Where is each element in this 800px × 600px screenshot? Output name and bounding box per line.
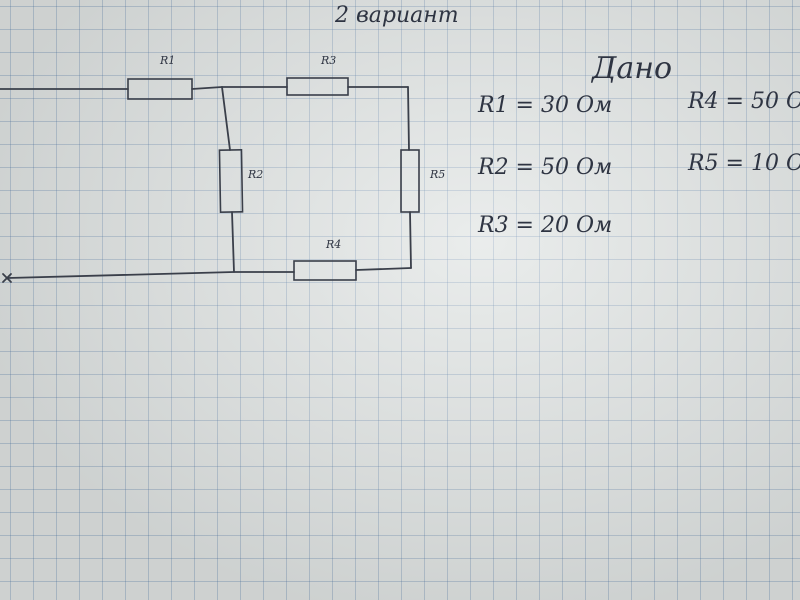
resistor-r1	[127, 78, 193, 100]
label-r3: R3	[320, 54, 336, 67]
wire-r5-down-to-corner	[409, 211, 412, 269]
given-r3: R3 = 20 Ом	[477, 213, 612, 238]
given-r2: R2 = 50 Ом	[477, 155, 612, 180]
wire-r1-to-node	[191, 86, 223, 90]
label-r2: R2	[247, 168, 263, 181]
wire-corner-to-r4	[355, 267, 412, 271]
wire-right-down-to-r5	[407, 86, 410, 151]
terminal-bottom-left	[2, 273, 12, 283]
resistor-r5	[400, 149, 420, 213]
resistor-r2	[218, 148, 244, 214]
resistor-r3	[286, 77, 349, 96]
label-r5: R5	[429, 168, 445, 181]
given-heading: Дано	[590, 51, 672, 86]
terminals	[2, 273, 12, 283]
resistors	[127, 77, 420, 281]
wire-input-bottom	[7, 271, 295, 279]
given-r1: R1 = 30 Ом	[477, 93, 612, 118]
circuit-wires	[0, 86, 412, 279]
label-r4: R4	[325, 238, 341, 251]
given-r4: R4 = 50 Ом	[687, 89, 800, 114]
wire-r2-down-to-node	[231, 211, 235, 273]
variant-heading: 2 вариант	[334, 3, 459, 28]
wire-node-down-to-r2	[221, 86, 231, 151]
label-r1: R1	[159, 54, 175, 67]
given-r5: R5 = 10 Ом	[687, 151, 800, 176]
resistor-r4	[293, 260, 357, 281]
